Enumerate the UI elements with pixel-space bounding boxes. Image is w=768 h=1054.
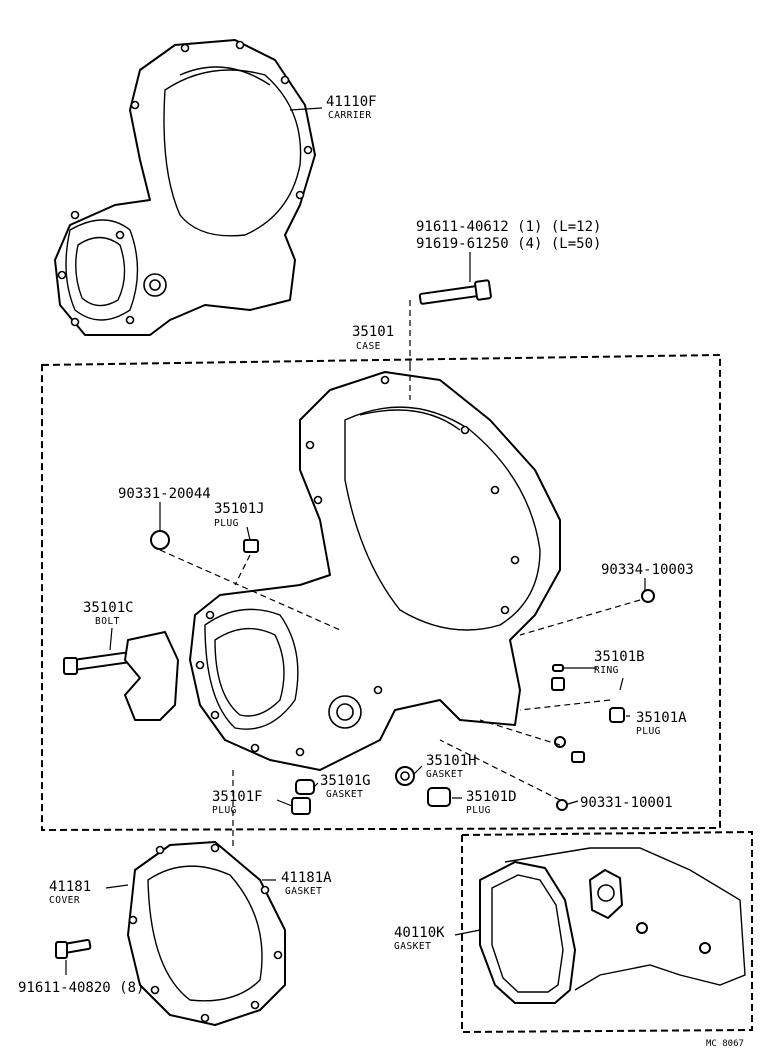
plug-35101a-drawing (609, 707, 625, 723)
plug-90334-10003-drawing (641, 589, 655, 603)
label-41181a-name: GASKET (285, 886, 322, 897)
leader-lines (65, 107, 646, 975)
bearing-cap-drawing (124, 631, 179, 721)
gasket-40110k-boundary (461, 830, 753, 1034)
case-assembly-boundary (41, 353, 721, 832)
label-35101c-number: 35101C (83, 600, 134, 616)
label-bolt-spec-1: 91611-40612 (1) (L=12) (416, 219, 601, 235)
label-bolt-spec-2: 91619-61250 (4) (L=50) (416, 236, 601, 252)
label-40110k-name: GASKET (394, 941, 431, 952)
label-35101g-name: GASKET (326, 789, 363, 800)
label-41110f-number: 41110F (326, 94, 377, 110)
case-drawing (189, 371, 561, 771)
ring-35101b-detail (551, 677, 565, 691)
label-40110k-number: 40110K (394, 925, 445, 941)
label-90334-10003: 90334-10003 (601, 562, 694, 578)
plug-35101d-drawing (427, 787, 451, 807)
label-35101g-number: 35101G (320, 773, 371, 789)
small-plug-drawing (554, 736, 566, 748)
label-35101a-number: 35101A (636, 710, 687, 726)
label-41181a-number: 41181A (281, 870, 332, 886)
small-plug-drawing-2 (571, 751, 585, 763)
label-35101j-number: 35101J (214, 501, 265, 517)
label-41181-number: 41181 (49, 879, 91, 895)
label-90331-20044: 90331-20044 (118, 486, 211, 502)
label-35101f-number: 35101F (212, 789, 263, 805)
gasket-40110k-drawing (479, 847, 746, 1004)
label-41181-name: COVER (49, 895, 80, 906)
label-35101d-number: 35101D (466, 789, 517, 805)
label-35101h-number: 35101H (426, 753, 477, 769)
plug-35101j-drawing (243, 539, 259, 553)
case-bolt-drawing (418, 279, 492, 305)
label-91611-40820: 91611-40820 (8) (18, 980, 144, 996)
gasket-35101g-drawing (295, 779, 315, 795)
cover-drawing (127, 841, 286, 1026)
label-35101d-name: PLUG (466, 805, 491, 816)
label-35101j-name: PLUG (214, 518, 239, 529)
label-90331-10001: 90331-10001 (580, 795, 673, 811)
figure-code: MC 8067 (706, 1039, 744, 1049)
label-35101-name: CASE (356, 341, 381, 352)
ring-35101b-drawing (552, 664, 564, 672)
label-35101b-name: RING (594, 665, 619, 676)
label-35101f-name: PLUG (212, 805, 237, 816)
label-41110f-name: CARRIER (328, 110, 372, 121)
label-35101a-name: PLUG (636, 726, 661, 737)
bolt-35101c-drawing (63, 651, 132, 675)
label-35101c-name: BOLT (95, 616, 120, 627)
plug-90331-10001-drawing (556, 799, 568, 811)
plug-90331-20044-drawing (150, 530, 170, 550)
plug-35101f-drawing (291, 797, 311, 815)
label-35101b-number: 35101B (594, 649, 645, 665)
carrier-drawing (54, 39, 316, 336)
labels: 41110F CARRIER 91611-40612 (1) (L=12) 91… (18, 94, 744, 1049)
label-35101-number: 35101 (352, 324, 394, 340)
cover-bolt-drawing (55, 938, 92, 959)
label-35101h-name: GASKET (426, 769, 463, 780)
